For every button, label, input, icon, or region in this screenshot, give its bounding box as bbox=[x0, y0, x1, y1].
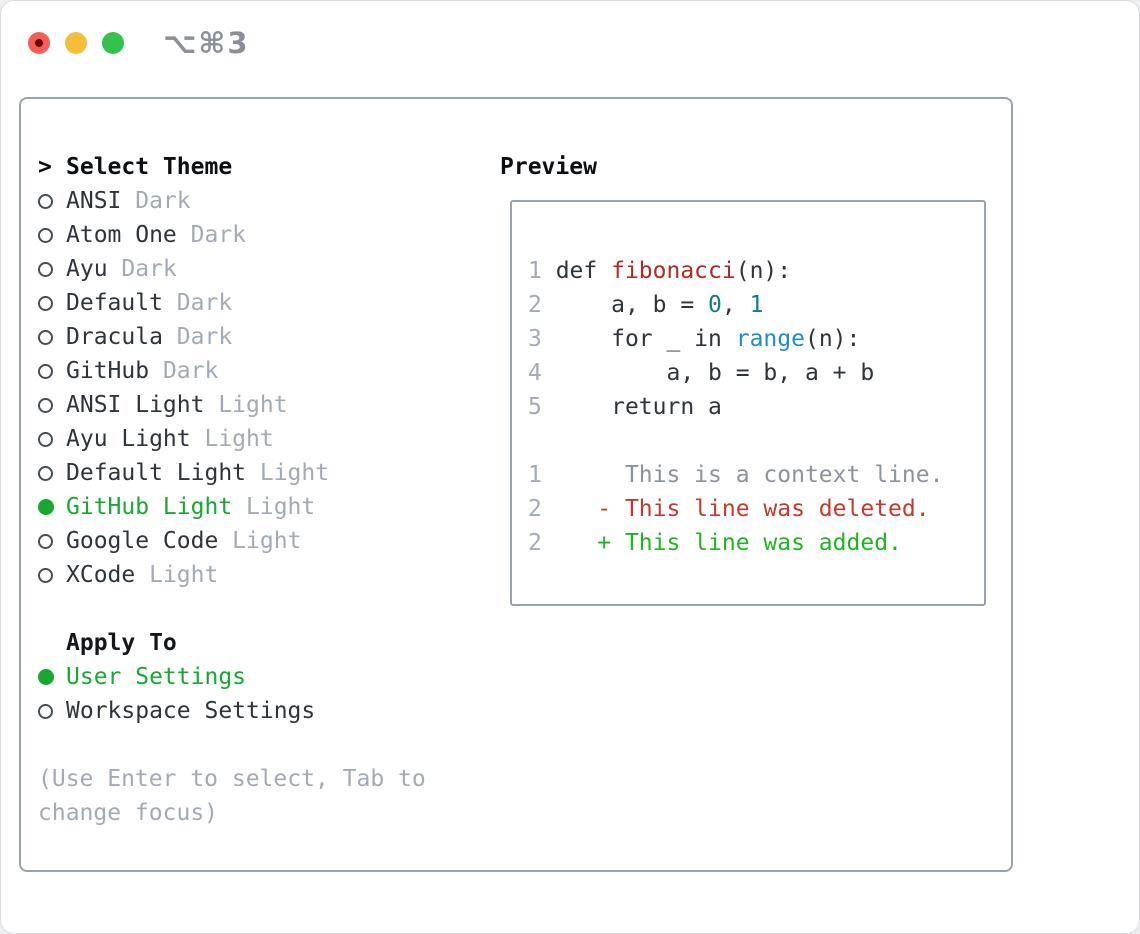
code-line: 2 + This line was added. bbox=[528, 530, 902, 556]
code-line: 1 def fibonacci(n): bbox=[528, 258, 792, 284]
code-line: 1 This is a context line. bbox=[528, 462, 944, 488]
option-variant-label: Dark bbox=[149, 358, 219, 384]
radio-icon bbox=[38, 227, 66, 243]
radio-icon bbox=[38, 363, 66, 379]
code-line: 3 for _ in range(n): bbox=[528, 326, 861, 352]
option-label: ANSI Light bbox=[66, 392, 205, 418]
option-label: ANSI bbox=[66, 188, 122, 214]
radio-selected-icon bbox=[38, 669, 66, 685]
select-theme-header-row: > Select Theme bbox=[38, 150, 498, 184]
cursor-icon: > bbox=[38, 154, 52, 180]
theme-option-dracula[interactable]: Dracula Dark bbox=[38, 320, 498, 354]
theme-option-default[interactable]: Default Dark bbox=[38, 286, 498, 320]
radio-icon bbox=[38, 465, 66, 481]
preview-box: 1 def fibonacci(n): 2 a, b = 0, 1 3 for _ … bbox=[510, 200, 986, 606]
option-variant-label: Dark bbox=[121, 188, 191, 214]
radio-icon bbox=[38, 295, 66, 311]
radio-selected-icon bbox=[38, 499, 66, 515]
theme-option-github[interactable]: GitHub Dark bbox=[38, 354, 498, 388]
option-label: GitHub bbox=[66, 358, 150, 384]
spacer bbox=[38, 728, 498, 762]
option-label: Ayu bbox=[66, 256, 108, 282]
option-variant-label: Light bbox=[204, 392, 288, 418]
option-label: Ayu Light bbox=[66, 426, 191, 452]
apply-to-option-user-settings[interactable]: User Settings bbox=[38, 660, 498, 694]
usage-hint: (Use Enter to select, Tab to change focu… bbox=[38, 766, 426, 826]
option-label: Default bbox=[66, 290, 163, 316]
radio-icon bbox=[38, 193, 66, 209]
theme-option-atom-one[interactable]: Atom One Dark bbox=[38, 218, 498, 252]
preview-code: 1 def fibonacci(n): 2 a, b = 0, 1 3 for _ … bbox=[512, 202, 984, 560]
theme-option-default-light[interactable]: Default Light Light bbox=[38, 456, 498, 490]
preview-title: Preview bbox=[500, 154, 597, 180]
option-variant-label: Light bbox=[246, 460, 330, 486]
option-label: Workspace Settings bbox=[66, 698, 316, 724]
theme-option-ayu[interactable]: Ayu Dark bbox=[38, 252, 498, 286]
option-label: Atom One bbox=[66, 222, 177, 248]
code-line: 2 a, b = 0, 1 bbox=[528, 292, 764, 318]
option-label: XCode bbox=[66, 562, 136, 588]
option-variant-label: Dark bbox=[162, 290, 233, 316]
code-line: 5 return a bbox=[528, 394, 722, 420]
radio-icon bbox=[38, 567, 66, 583]
radio-icon bbox=[38, 703, 66, 719]
apply-to-option-workspace-settings[interactable]: Workspace Settings bbox=[38, 694, 498, 728]
option-label: GitHub Light bbox=[66, 494, 233, 520]
radio-icon bbox=[38, 261, 66, 277]
option-variant-label: Dark bbox=[176, 222, 247, 248]
close-button[interactable] bbox=[28, 32, 50, 54]
theme-option-xcode[interactable]: XCode Light bbox=[38, 558, 498, 592]
apply-to-title: Apply To bbox=[66, 630, 177, 656]
code-line: 2 - This line was deleted. bbox=[528, 496, 930, 522]
option-label: Dracula bbox=[66, 324, 163, 350]
option-variant-label: Light bbox=[232, 494, 316, 520]
radio-icon bbox=[38, 533, 66, 549]
zoom-button[interactable] bbox=[102, 32, 124, 54]
radio-icon bbox=[38, 431, 66, 447]
window-title-shortcut: ⌥⌘3 bbox=[163, 26, 250, 60]
spacer bbox=[38, 592, 498, 626]
option-label: Default Light bbox=[66, 460, 247, 486]
select-theme-title: Select Theme bbox=[66, 154, 233, 180]
theme-option-ansi-light[interactable]: ANSI Light Light bbox=[38, 388, 498, 422]
option-variant-label: Dark bbox=[107, 256, 177, 282]
code-line bbox=[528, 424, 984, 458]
window-titlebar: ⌥⌘3 bbox=[28, 26, 250, 60]
code-line: 4 a, b = b, a + b bbox=[528, 360, 875, 386]
radio-icon bbox=[38, 329, 66, 345]
theme-option-google-code[interactable]: Google Code Light bbox=[38, 524, 498, 558]
close-indicator-dot bbox=[35, 39, 43, 47]
option-variant-label: Dark bbox=[162, 324, 233, 350]
theme-option-ayu-light[interactable]: Ayu Light Light bbox=[38, 422, 498, 456]
minimize-button[interactable] bbox=[65, 32, 87, 54]
option-label: Google Code bbox=[66, 528, 219, 554]
theme-option-github-light[interactable]: GitHub Light Light bbox=[38, 490, 498, 524]
theme-option-ansi[interactable]: ANSI Dark bbox=[38, 184, 498, 218]
option-label: User Settings bbox=[66, 664, 247, 690]
radio-icon bbox=[38, 397, 66, 413]
option-variant-label: Light bbox=[135, 562, 219, 588]
apply-to-header-row: Apply To bbox=[38, 626, 498, 660]
option-variant-label: Light bbox=[218, 528, 302, 554]
option-variant-label: Light bbox=[190, 426, 274, 452]
